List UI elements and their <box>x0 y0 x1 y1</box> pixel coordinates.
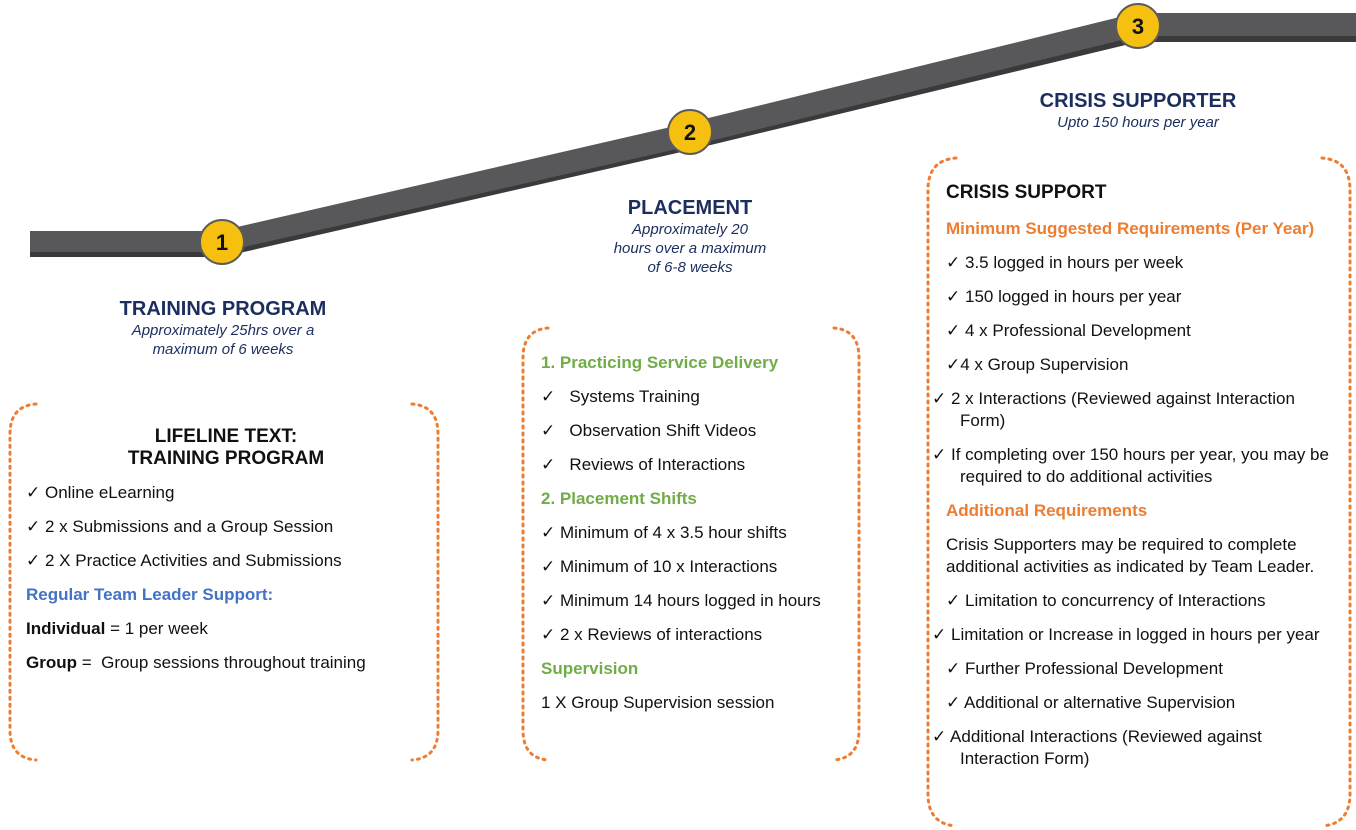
box-1-content: LIFELINE TEXT: TRAINING PROGRAM ✓ Online… <box>26 426 426 674</box>
additional-requirement-item: ✓ Limitation to concurrency of Interacti… <box>946 591 1266 610</box>
stage-1-subtitle-line-2: maximum of 6 weeks <box>152 341 294 358</box>
placement-item: ✓ Minimum of 4 x 3.5 hour shifts <box>541 523 787 542</box>
stage-2-subtitle-line-2: hours over a maximum <box>613 240 767 257</box>
min-requirement-item: ✓ If completing over 150 hours per year,… <box>932 445 1329 486</box>
additional-requirement-item: ✓ Additional Interactions (Reviewed agai… <box>932 727 1262 768</box>
additional-requirements-text: Crisis Supporters may be required to com… <box>946 535 1315 576</box>
stage-1-header: TRAINING PROGRAM Approximately 25hrs ove… <box>73 297 373 359</box>
check-icon: ✓ <box>946 253 961 272</box>
support-heading: Regular Team Leader Support: <box>26 585 274 604</box>
check-icon: ✓ <box>946 355 961 374</box>
section-supervision-heading: Supervision <box>541 659 639 678</box>
check-icon: ✓ <box>946 659 961 678</box>
box-1-check-item: ✓ Online eLearning <box>26 483 175 502</box>
step-1-number: 1 <box>216 230 228 255</box>
individual-row: Individual = 1 per week <box>26 619 208 638</box>
box-1-check-item: ✓ 2 X Practice Activities and Submission… <box>26 551 342 570</box>
box-1-heading: LIFELINE TEXT: TRAINING PROGRAM <box>26 426 426 470</box>
check-icon: ✓ <box>541 523 556 542</box>
box-1-heading-line-1: LIFELINE TEXT: <box>154 426 298 447</box>
check-icon: ✓ <box>541 421 556 440</box>
check-icon: ✓ <box>26 551 41 570</box>
stage-2-subtitle-line-3: of 6-8 weeks <box>647 259 733 276</box>
stage-3-title: CRISIS SUPPORTER <box>1039 90 1237 112</box>
min-requirement-item: ✓ 2 x Interactions (Reviewed against Int… <box>932 389 1295 430</box>
check-icon: ✓ <box>946 693 961 712</box>
placement-item: ✓ Minimum of 10 x Interactions <box>541 557 778 576</box>
additional-requirement-item: ✓ Further Professional Development <box>946 659 1223 678</box>
supervision-text: 1 X Group Supervision session <box>541 693 775 712</box>
placement-item: ✓ Minimum 14 hours logged in hours <box>541 591 821 610</box>
box-2-bracket <box>518 324 864 764</box>
min-requirement-item: ✓ 150 logged in hours per year <box>946 287 1182 306</box>
box-1-bracket <box>4 400 444 764</box>
step-2-number: 2 <box>684 120 696 145</box>
check-icon: ✓ <box>541 625 556 644</box>
box-3-content: CRISIS SUPPORT Minimum Suggested Require… <box>932 182 1342 770</box>
check-icon: ✓ <box>541 591 556 610</box>
check-icon: ✓ <box>946 321 961 340</box>
step-2-badge: 2 <box>667 109 713 155</box>
check-icon: ✓ <box>946 591 961 610</box>
section-placement-heading: 2. Placement Shifts <box>541 489 697 508</box>
section-practicing-heading: 1. Practicing Service Delivery <box>541 353 779 372</box>
min-requirement-item: ✓ 4 x Professional Development <box>946 321 1191 340</box>
additional-requirements-heading: Additional Requirements <box>946 501 1148 520</box>
placement-item: ✓ 2 x Reviews of interactions <box>541 625 763 644</box>
stage-2-header: PLACEMENT Approximately 20 hours over a … <box>560 196 820 277</box>
practicing-item: ✓ Observation Shift Videos <box>541 421 757 440</box>
stage-3-header: CRISIS SUPPORTER Upto 150 hours per year <box>988 89 1288 132</box>
check-icon: ✓ <box>541 387 556 406</box>
progress-road: 1 2 3 <box>30 3 1356 265</box>
additional-requirement-item: ✓ Additional or alternative Supervision <box>946 693 1236 712</box>
step-3-number: 3 <box>1132 14 1144 39</box>
group-row: Group = Group sessions throughout traini… <box>26 653 366 672</box>
step-3-badge: 3 <box>1115 3 1161 49</box>
stage-1-title: TRAINING PROGRAM <box>119 298 327 320</box>
box-1-heading-line-2: TRAINING PROGRAM <box>127 448 325 469</box>
stage-3-subtitle: Upto 150 hours per year <box>1057 114 1219 131</box>
check-icon: ✓ <box>541 557 556 576</box>
practicing-item: ✓ Systems Training <box>541 387 700 406</box>
check-icon: ✓ <box>946 287 961 306</box>
box-3-bracket <box>922 154 1356 830</box>
box-3-heading: CRISIS SUPPORT <box>946 182 1107 203</box>
check-icon: ✓ <box>541 455 556 474</box>
stage-2-subtitle-line-1: Approximately 20 <box>632 221 748 238</box>
step-1-badge: 1 <box>199 219 245 265</box>
practicing-item: ✓ Reviews of Interactions <box>541 455 746 474</box>
stage-1-subtitle-line-1: Approximately 25hrs over a <box>131 322 315 339</box>
box-1-check-item: ✓ 2 x Submissions and a Group Session <box>26 517 334 536</box>
additional-requirement-item: ✓ Limitation or Increase in logged in ho… <box>932 625 1320 644</box>
min-requirement-item: ✓ 3.5 logged in hours per week <box>946 253 1184 272</box>
check-icon: ✓ <box>26 483 41 502</box>
stage-2-title: PLACEMENT <box>627 197 753 219</box>
box-2-content: 1. Practicing Service Delivery ✓ Systems… <box>541 352 851 714</box>
min-requirements-heading: Minimum Suggested Requirements (Per Year… <box>946 219 1315 238</box>
min-requirement-item: ✓4 x Group Supervision <box>946 355 1129 374</box>
check-icon: ✓ <box>26 517 41 536</box>
